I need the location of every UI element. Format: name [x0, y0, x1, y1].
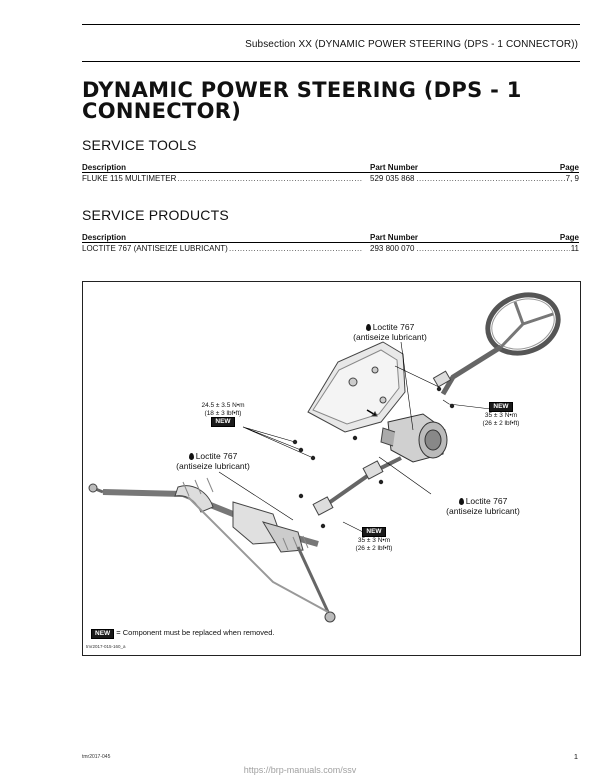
column-header-part-number: Part Number	[370, 163, 419, 172]
leader-dots: ........................................…	[370, 174, 579, 183]
upper-steering-column	[440, 344, 503, 396]
column-header-part-number: Part Number	[370, 233, 419, 242]
torque-callout-left: 24.5 ± 3.5 N•m (18 ± 3 lbf•ft) NEW	[201, 402, 245, 427]
column-header-description: Description	[82, 163, 127, 172]
torque-callout-right: NEW 35 ± 3 N•m (26 ± 2 lbf•ft)	[482, 402, 520, 427]
table-row: ........................................…	[82, 173, 579, 184]
figure-id: tmr2017-015-160_a	[86, 644, 126, 649]
new-badge: NEW	[91, 629, 115, 639]
torque-callout-bottom: NEW 35 ± 3 N•m (26 ± 2 lbf•ft)	[355, 527, 393, 552]
tie-rod-right	[296, 546, 330, 613]
legend-text: = Component must be replaced when remove…	[116, 628, 275, 637]
product-description: LOCTITE 767 (ANTISEIZE LUBRICANT)	[82, 244, 229, 253]
table-header: Description Part Number Page	[82, 162, 579, 173]
tool-description: FLUKE 115 MULTIMETER	[82, 174, 178, 183]
subsection-header: Subsection XX (DYNAMIC POWER STEERING (D…	[245, 39, 578, 50]
product-part-number: 293 800 070	[370, 244, 416, 253]
page-title: DYNAMIC POWER STEERING (DPS - 1 CONNECTO…	[82, 78, 522, 123]
leader-dots: ........................................…	[82, 244, 362, 253]
loctite-callout-top: Loctite 767 (antiseize lubricant)	[353, 322, 427, 342]
header-bottom-rule	[82, 61, 580, 62]
leader-dots: ........................................…	[82, 174, 362, 183]
intermediate-shaft	[321, 456, 402, 509]
leader-dots: ........................................…	[370, 244, 579, 253]
service-products-heading: SERVICE PRODUCTS	[82, 207, 229, 223]
column-header-page: Page	[559, 163, 579, 172]
u-joint-lower	[312, 496, 334, 516]
steering-assembly-illustration	[88, 292, 561, 623]
steering-wheel-inner	[491, 298, 555, 350]
tool-part-number: 529 035 868	[370, 174, 416, 183]
u-joint-upper	[432, 370, 452, 388]
service-tools-table: Description Part Number Page ...........…	[82, 162, 579, 184]
service-products-table: Description Part Number Page ...........…	[82, 232, 579, 254]
loctite-drop-icon	[188, 453, 194, 460]
u-joint-middle	[362, 460, 384, 480]
figure-legend: NEW = Component must be replaced when re…	[91, 628, 274, 639]
loctite-callout-right: Loctite 767 (antiseize lubricant)	[446, 496, 520, 516]
steering-assembly-figure: Loctite 767 (antiseize lubricant) 24.5 ±…	[82, 281, 581, 656]
loctite-drop-icon	[365, 324, 371, 331]
loctite-callout-left: Loctite 767 (antiseize lubricant)	[176, 451, 250, 471]
new-badge: NEW	[211, 417, 235, 427]
source-url[interactable]: https://brp-manuals.com/ssv	[243, 765, 357, 775]
loctite-drop-icon	[458, 498, 464, 505]
document-id: tmr2017-045	[82, 754, 111, 760]
product-page-ref[interactable]: 11	[569, 244, 579, 253]
page-number: 1	[573, 752, 578, 761]
steering-wheel-spokes	[499, 301, 554, 349]
column-header-description: Description	[82, 233, 127, 242]
new-badge: NEW	[489, 402, 513, 412]
column-header-page: Page	[559, 233, 579, 242]
steering-wheel-shape	[485, 292, 561, 356]
table-row: ........................................…	[82, 243, 579, 254]
service-tools-heading: SERVICE TOOLS	[82, 137, 197, 153]
tool-page-ref[interactable]: 7, 9	[564, 174, 579, 183]
header-top-rule	[82, 24, 580, 25]
table-header: Description Part Number Page	[82, 232, 579, 243]
new-badge: NEW	[362, 527, 386, 537]
